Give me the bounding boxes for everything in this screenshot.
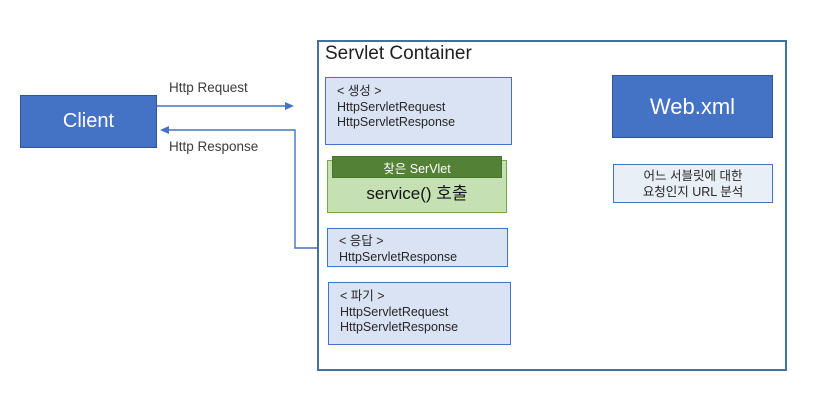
creation-box-line: HttpServletResponse (337, 115, 456, 129)
found-servlet-label: 찾은 SerVlet (383, 161, 451, 176)
creation-box-title: < 생성 > (337, 84, 382, 98)
url-analysis-line: 어느 서블릿에 대한 (643, 168, 743, 183)
servlet-container-title: Servlet Container (325, 43, 472, 64)
destroy-box-line: HttpServletRequest (340, 304, 449, 319)
webxml-label: Web.xml (649, 93, 736, 119)
client-box: Client (20, 95, 157, 148)
url-analysis-box: 어느 서블릿에 대한 요청인지 URL 분석 (613, 164, 773, 203)
arrowhead-http-response (160, 126, 169, 134)
url-analysis-line: 요청인지 URL 분석 (642, 184, 744, 199)
client-label: Client (62, 110, 115, 132)
response-box: < 응답 > HttpServletResponse (327, 228, 508, 267)
http-response-label: Http Response (169, 139, 259, 154)
response-box-line: HttpServletResponse (339, 249, 458, 264)
found-servlet-header: 찾은 SerVlet (332, 156, 502, 178)
service-call-label: service() 호출 (366, 184, 468, 203)
destroy-box-line: HttpServletResponse (340, 320, 459, 334)
destroy-box-title: < 파기 > (340, 289, 385, 303)
destroy-box: < 파기 > HttpServletRequest HttpServletRes… (328, 282, 511, 345)
response-box-title: < 응답 > (339, 234, 384, 248)
webxml-box: Web.xml (612, 75, 773, 138)
creation-box: < 생성 > HttpServletRequest HttpServletRes… (325, 77, 512, 145)
http-request-label: Http Request (169, 80, 248, 95)
arrowhead-http-request (285, 102, 294, 110)
creation-box-line: HttpServletRequest (337, 99, 446, 114)
